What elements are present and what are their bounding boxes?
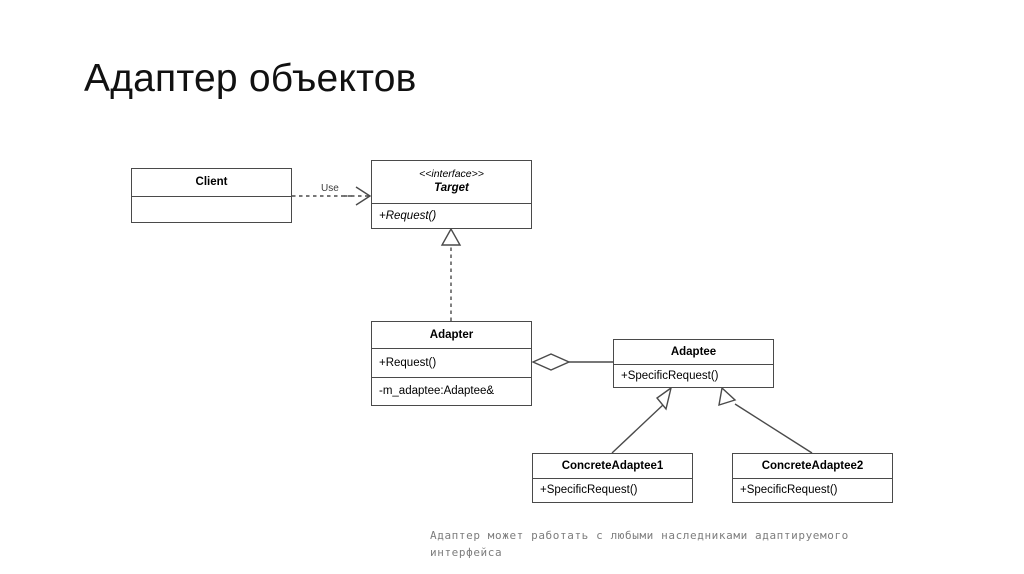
relationship-generalization-2	[718, 386, 813, 454]
class-name-concrete-adaptee-2: ConcreteAdaptee2	[733, 454, 892, 478]
class-name-client: Client	[132, 169, 291, 196]
relationship-use-label: Use	[319, 183, 341, 194]
caption-line-1: Адаптер может работать с любыми наследни…	[430, 529, 849, 542]
class-operation-label: +SpecificRequest()	[621, 369, 719, 382]
uml-class-target[interactable]: <<interface>> Target +Request()	[371, 160, 532, 229]
slide-caption: Адаптер может работать с любыми наследни…	[430, 527, 975, 561]
class-operation-label: +Request()	[379, 357, 437, 369]
class-operations-adaptee: +SpecificRequest()	[614, 363, 773, 387]
caption-line-2: интерфейса	[430, 546, 503, 559]
relationship-generalization-1	[611, 386, 673, 454]
class-name-label: Adapter	[429, 329, 474, 342]
class-operations-concrete-adaptee-2: +SpecificRequest()	[733, 477, 892, 502]
class-operations-concrete-adaptee-1: +SpecificRequest()	[533, 477, 692, 502]
class-stereotype-label: <<interface>>	[419, 168, 484, 181]
class-operations-target: +Request()	[372, 202, 531, 228]
class-name-label: Target	[434, 182, 469, 195]
uml-class-client[interactable]: Client	[131, 168, 292, 223]
class-name-label: Client	[195, 176, 228, 189]
page-title: Адаптер объектов	[84, 57, 417, 100]
uml-class-adapter[interactable]: Adapter +Request() -m_adaptee:Adaptee&	[371, 321, 532, 406]
uml-class-adaptee[interactable]: Adaptee +SpecificRequest()	[613, 339, 774, 388]
class-name-label: ConcreteAdaptee2	[761, 459, 864, 472]
class-name-adapter: Adapter	[372, 322, 531, 348]
class-name-concrete-adaptee-1: ConcreteAdaptee1	[533, 454, 692, 478]
class-name-label: Adaptee	[670, 345, 717, 358]
class-name-adaptee: Adaptee	[614, 340, 773, 364]
class-attribute-label: -m_adaptee:Adaptee&	[379, 385, 495, 398]
class-name-target: <<interface>> Target	[372, 161, 531, 203]
class-operation-label: +SpecificRequest()	[540, 484, 638, 497]
class-name-label: ConcreteAdaptee1	[561, 459, 664, 472]
class-operation-label: +SpecificRequest()	[740, 484, 838, 497]
relationship-realization	[440, 227, 462, 321]
uml-class-concrete-adaptee-2[interactable]: ConcreteAdaptee2 +SpecificRequest()	[732, 453, 893, 503]
class-members-client	[132, 195, 291, 222]
uml-class-concrete-adaptee-1[interactable]: ConcreteAdaptee1 +SpecificRequest()	[532, 453, 693, 503]
class-operations-adapter: +Request()	[372, 348, 531, 376]
relationship-aggregation	[531, 353, 613, 371]
class-operation-label: +Request()	[379, 209, 437, 222]
class-attributes-adapter: -m_adaptee:Adaptee&	[372, 376, 531, 405]
